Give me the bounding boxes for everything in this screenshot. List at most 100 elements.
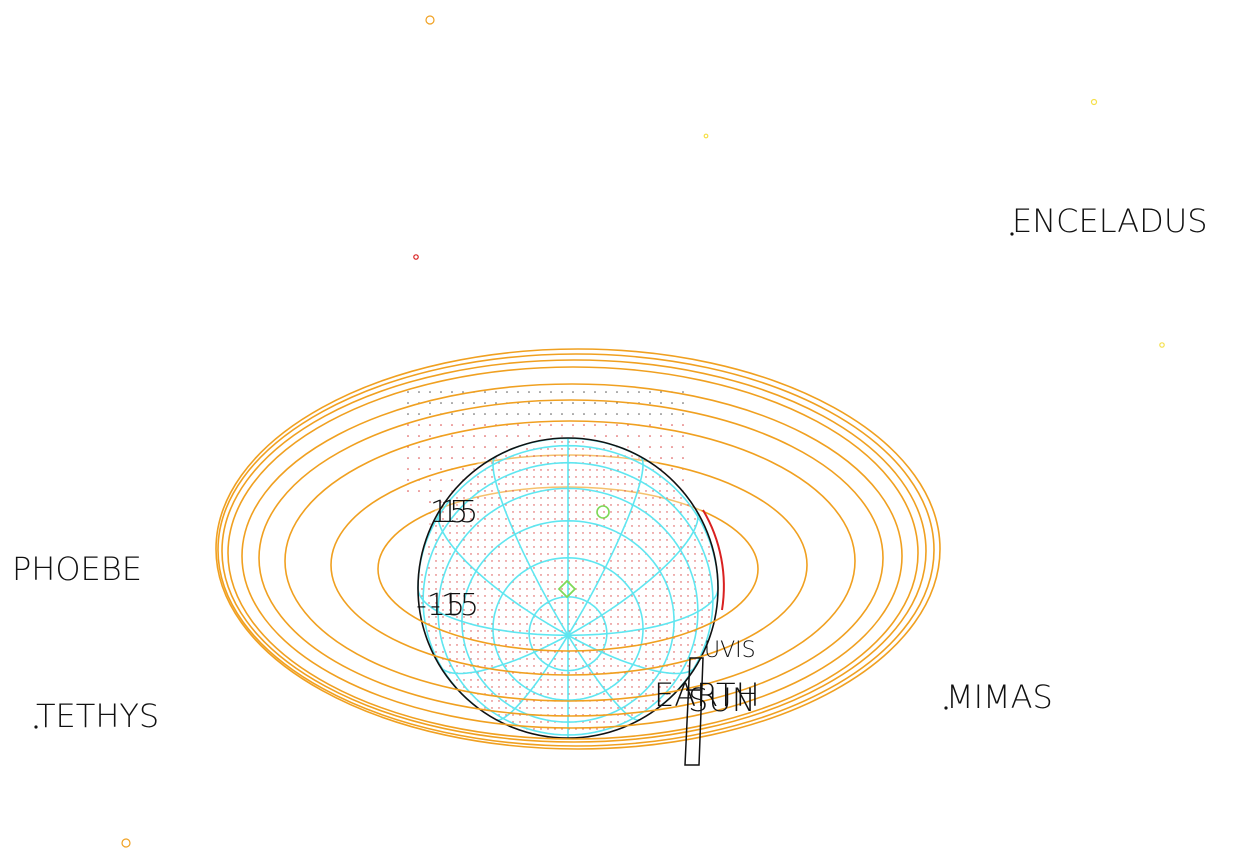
disk-dot	[589, 448, 591, 450]
disk-dot	[687, 518, 689, 520]
disk-dot	[666, 693, 668, 695]
disk-dot	[456, 518, 458, 520]
disk-dot	[638, 595, 640, 597]
disk-dot	[589, 581, 591, 583]
disk-dot	[659, 532, 661, 534]
disk-dot	[449, 553, 451, 555]
grid-dot	[517, 413, 519, 415]
disk-dot	[477, 644, 479, 646]
disk-dot	[575, 476, 577, 478]
disk-dot	[512, 560, 514, 562]
disk-dot	[645, 476, 647, 478]
disk-dot	[659, 644, 661, 646]
disk-dot	[484, 497, 486, 499]
disk-dot	[547, 679, 549, 681]
disk-dot	[610, 581, 612, 583]
disk-dot	[519, 602, 521, 604]
disk-dot	[589, 651, 591, 653]
disk-dot	[631, 616, 633, 618]
disk-dot	[603, 532, 605, 534]
grid-dot	[473, 457, 475, 459]
disk-dot	[456, 588, 458, 590]
disk-dot	[701, 567, 703, 569]
disk-dot	[582, 588, 584, 590]
disk-dot	[435, 616, 437, 618]
grid-dot	[440, 468, 442, 470]
disk-dot	[603, 637, 605, 639]
disk-dot	[617, 637, 619, 639]
disk-dot	[554, 539, 556, 541]
disk-dot	[631, 546, 633, 548]
disk-dot	[540, 616, 542, 618]
disk-dot	[582, 560, 584, 562]
disk-dot	[631, 672, 633, 674]
grid-dot	[594, 391, 596, 393]
grid-dot	[484, 391, 486, 393]
disk-dot	[610, 462, 612, 464]
grid-dot	[418, 413, 420, 415]
disk-dot	[596, 497, 598, 499]
disk-dot	[470, 574, 472, 576]
disk-dot	[617, 665, 619, 667]
disk-dot	[463, 616, 465, 618]
grid-dot	[473, 468, 475, 470]
disk-dot	[589, 728, 591, 730]
disk-dot	[512, 483, 514, 485]
disk-dot	[694, 651, 696, 653]
ring-front-arc	[258, 557, 884, 717]
disk-dot	[617, 455, 619, 457]
disk-dot	[575, 581, 577, 583]
disk-dot	[540, 679, 542, 681]
grid-dot	[583, 402, 585, 404]
disk-dot	[603, 483, 605, 485]
disk-dot	[701, 616, 703, 618]
disk-dot	[428, 616, 430, 618]
disk-dot	[645, 560, 647, 562]
disk-dot	[498, 560, 500, 562]
disk-dot	[687, 567, 689, 569]
rings-back	[215, 348, 941, 570]
disk-dot	[596, 665, 598, 667]
disk-dot	[449, 525, 451, 527]
grid-dot	[473, 424, 475, 426]
disk-dot	[680, 546, 682, 548]
disk-dot	[624, 532, 626, 534]
grid-dot	[605, 424, 607, 426]
disk-dot	[512, 497, 514, 499]
disk-dot	[708, 581, 710, 583]
disk-dot	[638, 616, 640, 618]
disk-dot	[694, 609, 696, 611]
disk-dot	[617, 651, 619, 653]
grid-dot	[572, 424, 574, 426]
ring-front-arc	[215, 548, 941, 750]
grid-dot	[440, 424, 442, 426]
disk-dot	[596, 539, 598, 541]
disk-dot	[631, 490, 633, 492]
disk-dot	[596, 630, 598, 632]
grid-dot	[462, 413, 464, 415]
disk-dot	[533, 644, 535, 646]
disk-dot	[435, 630, 437, 632]
disk-dot	[477, 497, 479, 499]
grid-dot	[451, 391, 453, 393]
grid-dot	[462, 435, 464, 437]
disk-dot	[561, 490, 563, 492]
disk-dot	[589, 630, 591, 632]
disk-dot	[533, 609, 535, 611]
grid-dot	[583, 435, 585, 437]
disk-dot	[617, 609, 619, 611]
disk-dot	[519, 686, 521, 688]
uvis-label: UVIS	[704, 638, 756, 663]
disk-dot	[680, 581, 682, 583]
disk-dot	[687, 644, 689, 646]
disk-dot	[575, 560, 577, 562]
ring-back-arc	[241, 383, 903, 557]
background-stars	[121, 15, 1165, 848]
disk-dot	[631, 518, 633, 520]
disk-dot	[589, 637, 591, 639]
disk-dot	[582, 574, 584, 576]
disk-dot	[582, 707, 584, 709]
disk-dot	[470, 679, 472, 681]
disk-dot	[505, 707, 507, 709]
disk-dot	[519, 644, 521, 646]
